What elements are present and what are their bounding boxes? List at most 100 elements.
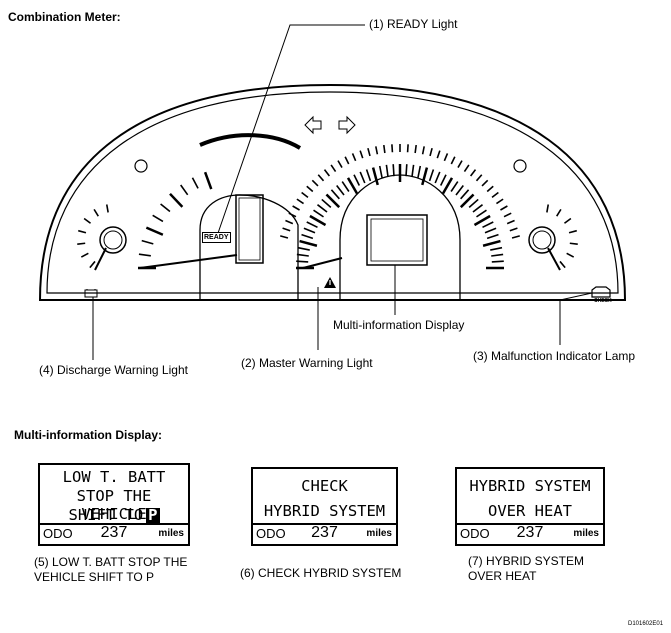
display-line: STOP THE VEHICLE [76,487,152,523]
left-gauge-needle [94,247,107,271]
speedometer-tick [417,165,422,178]
speedometer-outer-tick [509,227,518,232]
speedometer-outer-tick [469,169,477,177]
speedometer-tick [353,174,361,186]
speedometer-outer-tick [359,150,364,159]
caption-line: OVER HEAT [468,569,537,583]
master-warning-callout: (2) Master Warning Light [241,356,373,370]
power-gauge-tick [138,253,151,257]
speedometer-outer-tick [351,153,357,162]
left-gauge-ticks [77,171,213,270]
display-7-caption: (7) HYBRID SYSTEM OVER HEAT [468,554,628,584]
left-gauge-tick [80,252,89,258]
speedometer-outer-tick [486,185,494,193]
speedometer-outer-tick [296,198,304,205]
display-line: HYBRID SYSTEM [469,477,591,495]
display-line: SHIFT TO [68,506,144,524]
odometer-bar: ODO 237 miles [253,523,396,544]
display-6-caption: (6) CHECK HYBRID SYSTEM [240,566,440,581]
speedometer-tick [325,193,341,209]
speedometer-outer-tick [317,174,325,182]
speedometer-tick [392,164,395,177]
display-line: LOW T. BATT [62,468,166,486]
speedometer-outer-tick [383,144,386,154]
speedometer-outer-tick [344,156,350,165]
speedometer-tick [455,185,464,196]
odo-label: ODO [460,526,490,541]
display-5-caption: (5) LOW T. BATT STOP THE VEHICLE SHIFT T… [34,555,234,585]
odo-unit: miles [158,528,184,539]
combination-meter-diagram [38,24,627,360]
speedometer-outer-tick [375,146,379,155]
speedometer-outer-tick [337,160,343,168]
multi-info-display-callout: Multi-information Display [333,318,465,332]
odometer-bar: ODO 237 miles [457,523,603,544]
caption-line: (6) CHECK HYBRID SYSTEM [240,566,402,580]
speedometer-outer-tick [450,156,456,165]
speedometer-tick [428,169,435,182]
speedometer-outer-tick [496,198,504,205]
power-gauge-tick [145,226,164,236]
speedometer-tick [336,185,345,196]
speedometer-tick [313,209,324,218]
display-hybrid-over-heat: HYBRID SYSTEM OVER HEAT ODO 237 miles [455,467,605,546]
odo-unit: miles [573,528,599,539]
speedometer-outer-tick [285,219,294,225]
speedometer-tick [385,164,389,177]
multi-info-display-heading: Multi-information Display: [14,428,162,442]
malfunction-callout-line [559,292,593,345]
odo-label: ODO [256,526,286,541]
turn-left-arrow-icon [304,115,322,135]
speedometer-tick [476,209,487,218]
speedometer-tick [441,177,454,195]
speedometer-outer-tick [306,185,314,193]
left-gauge-hub [99,226,127,254]
speedometer-ticks [280,144,520,270]
speedometer-tick [490,246,503,251]
left-gauge-tick [77,242,86,245]
malfunction-indicator-callout: (3) Malfunction Indicator Lamp [473,349,636,363]
speedometer-outer-tick [481,179,489,187]
right-gauge-needle [547,247,561,271]
display-line: OVER HEAT [488,502,572,520]
right-gauge-tick [559,260,566,269]
right-gauge-tick [568,229,577,234]
battery-icon [84,289,98,298]
speedometer-outer-tick [436,150,441,159]
ready-indicator: READY [202,232,231,243]
power-meter-housing [199,194,299,301]
speedometer-tick [486,233,499,240]
speedometer-tick [346,177,359,195]
left-gauge-tick [78,229,87,234]
speedometer-outer-tick [463,164,470,172]
speedometer-tick [330,189,340,200]
left-gauge-tick [83,217,92,224]
speedometer-tick [450,181,459,192]
speedometer-outer-tick [282,227,291,232]
ready-light-callout-line [216,24,365,237]
speedometer-tick [371,167,379,186]
power-gauge-tick [152,214,164,223]
speedometer-outer-tick [414,144,417,154]
display-line: HYBRID SYSTEM [263,502,386,520]
left-gauge-tick [105,204,109,213]
speedometer-outer-tick [391,144,394,153]
speedometer-tick [301,233,314,240]
power-gauge-tick [141,239,154,245]
caption-line: (7) HYBRID SYSTEM [468,554,585,568]
power-needle [139,254,238,269]
speedometer-outer-tick [311,179,319,187]
combination-meter-heading: Combination Meter: [8,10,121,24]
speedometer-tick [411,164,415,177]
check-engine-icon [591,286,611,298]
caption-line: VEHICLE SHIFT TO P [34,570,155,584]
check-lamp-label: CHECK [594,298,612,304]
right-gauge-tick [563,217,572,224]
speedometer-outer-tick [421,146,425,155]
speedometer-outer-tick [475,174,483,182]
speedometer-tick [439,174,447,186]
speedometer-tick [468,198,479,208]
odo-value: 237 [311,524,338,541]
speedometer-tick [321,198,332,208]
meter-cluster-outline [38,83,627,301]
